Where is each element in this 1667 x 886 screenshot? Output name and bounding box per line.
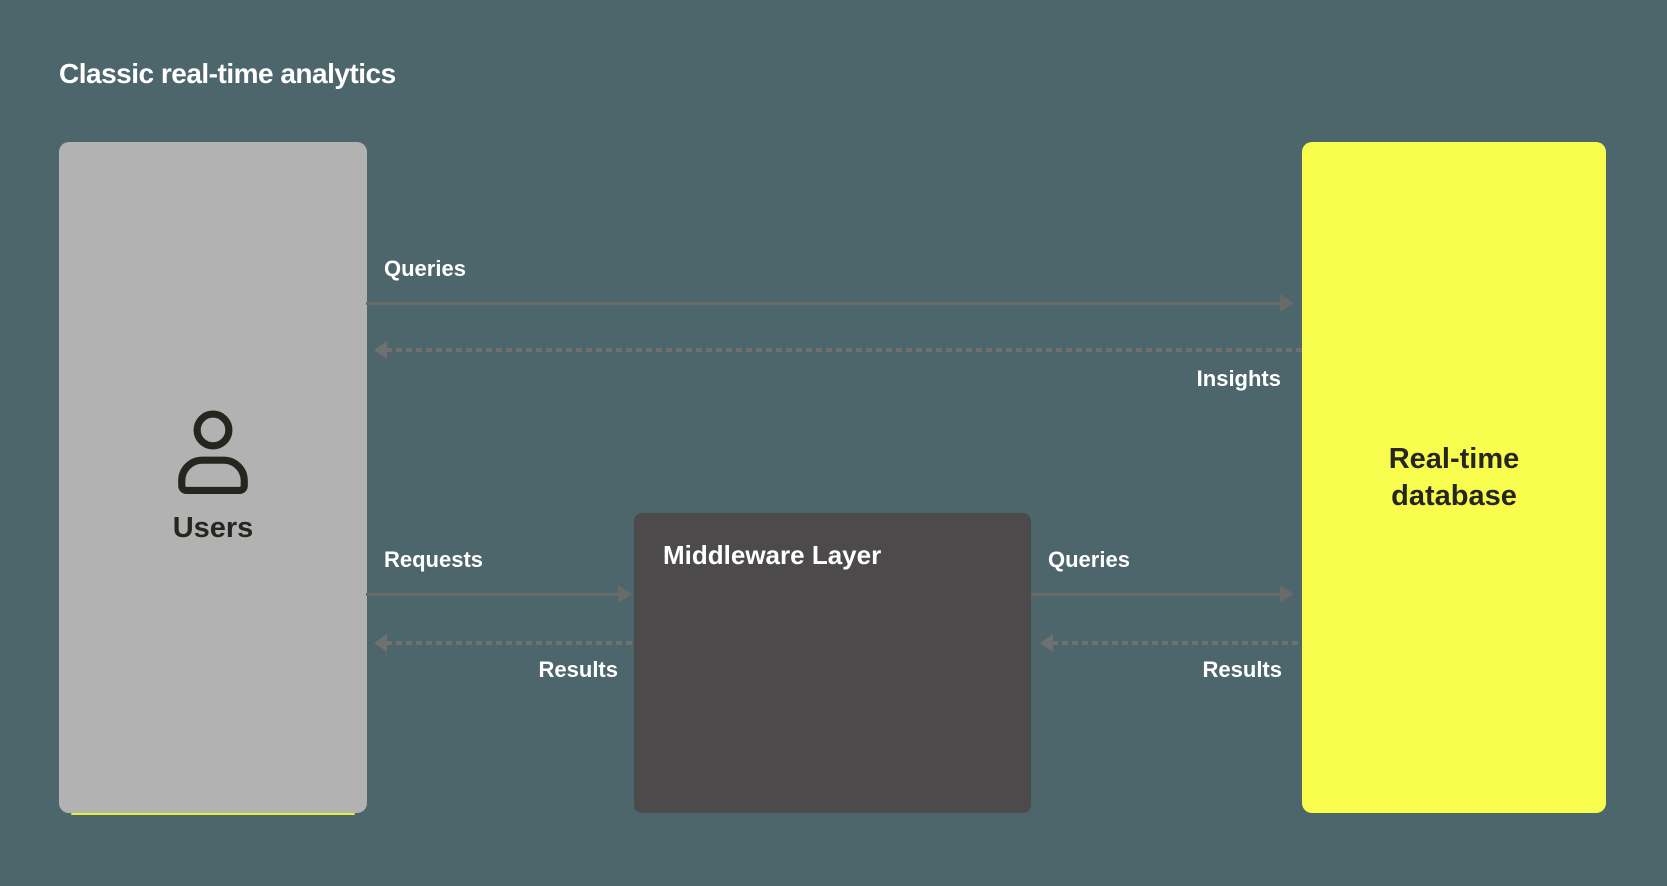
- arrow-line: [386, 641, 634, 645]
- flow-label-queries-right: Queries: [1048, 547, 1130, 572]
- arrow-line: [1052, 641, 1302, 645]
- flow-label-insights: Insights: [1196, 366, 1281, 391]
- person-icon: [174, 410, 252, 494]
- flow-label-results-right: Results: [1202, 657, 1282, 682]
- arrowhead-right-icon: [618, 585, 632, 603]
- flow-label-requests: Requests: [384, 547, 484, 572]
- arrowhead-left-icon: [1040, 634, 1053, 652]
- arrowhead-left-icon: [374, 341, 387, 359]
- database-label: Real-time database: [1388, 443, 1520, 512]
- arrow-line: [386, 348, 1302, 352]
- arrowhead-right-icon: [1280, 585, 1294, 603]
- flow-label-results-left: Results: [538, 657, 618, 682]
- arrow-line: [366, 301, 1282, 305]
- diagram-title: Classic real-time analytics: [59, 58, 396, 89]
- flow-label-queries-top: Queries: [384, 256, 466, 281]
- arrow-line: [366, 592, 620, 596]
- middleware-label: Middleware Layer: [663, 540, 882, 570]
- arrow-line: [1031, 592, 1282, 596]
- users-label: Users: [172, 512, 254, 544]
- arrowhead-left-icon: [374, 634, 387, 652]
- arrowhead-right-icon: [1280, 294, 1294, 312]
- database-node: Real-time database: [1302, 142, 1606, 813]
- users-node: Users: [59, 142, 367, 815]
- middleware-node: Middleware Layer: [634, 513, 1031, 813]
